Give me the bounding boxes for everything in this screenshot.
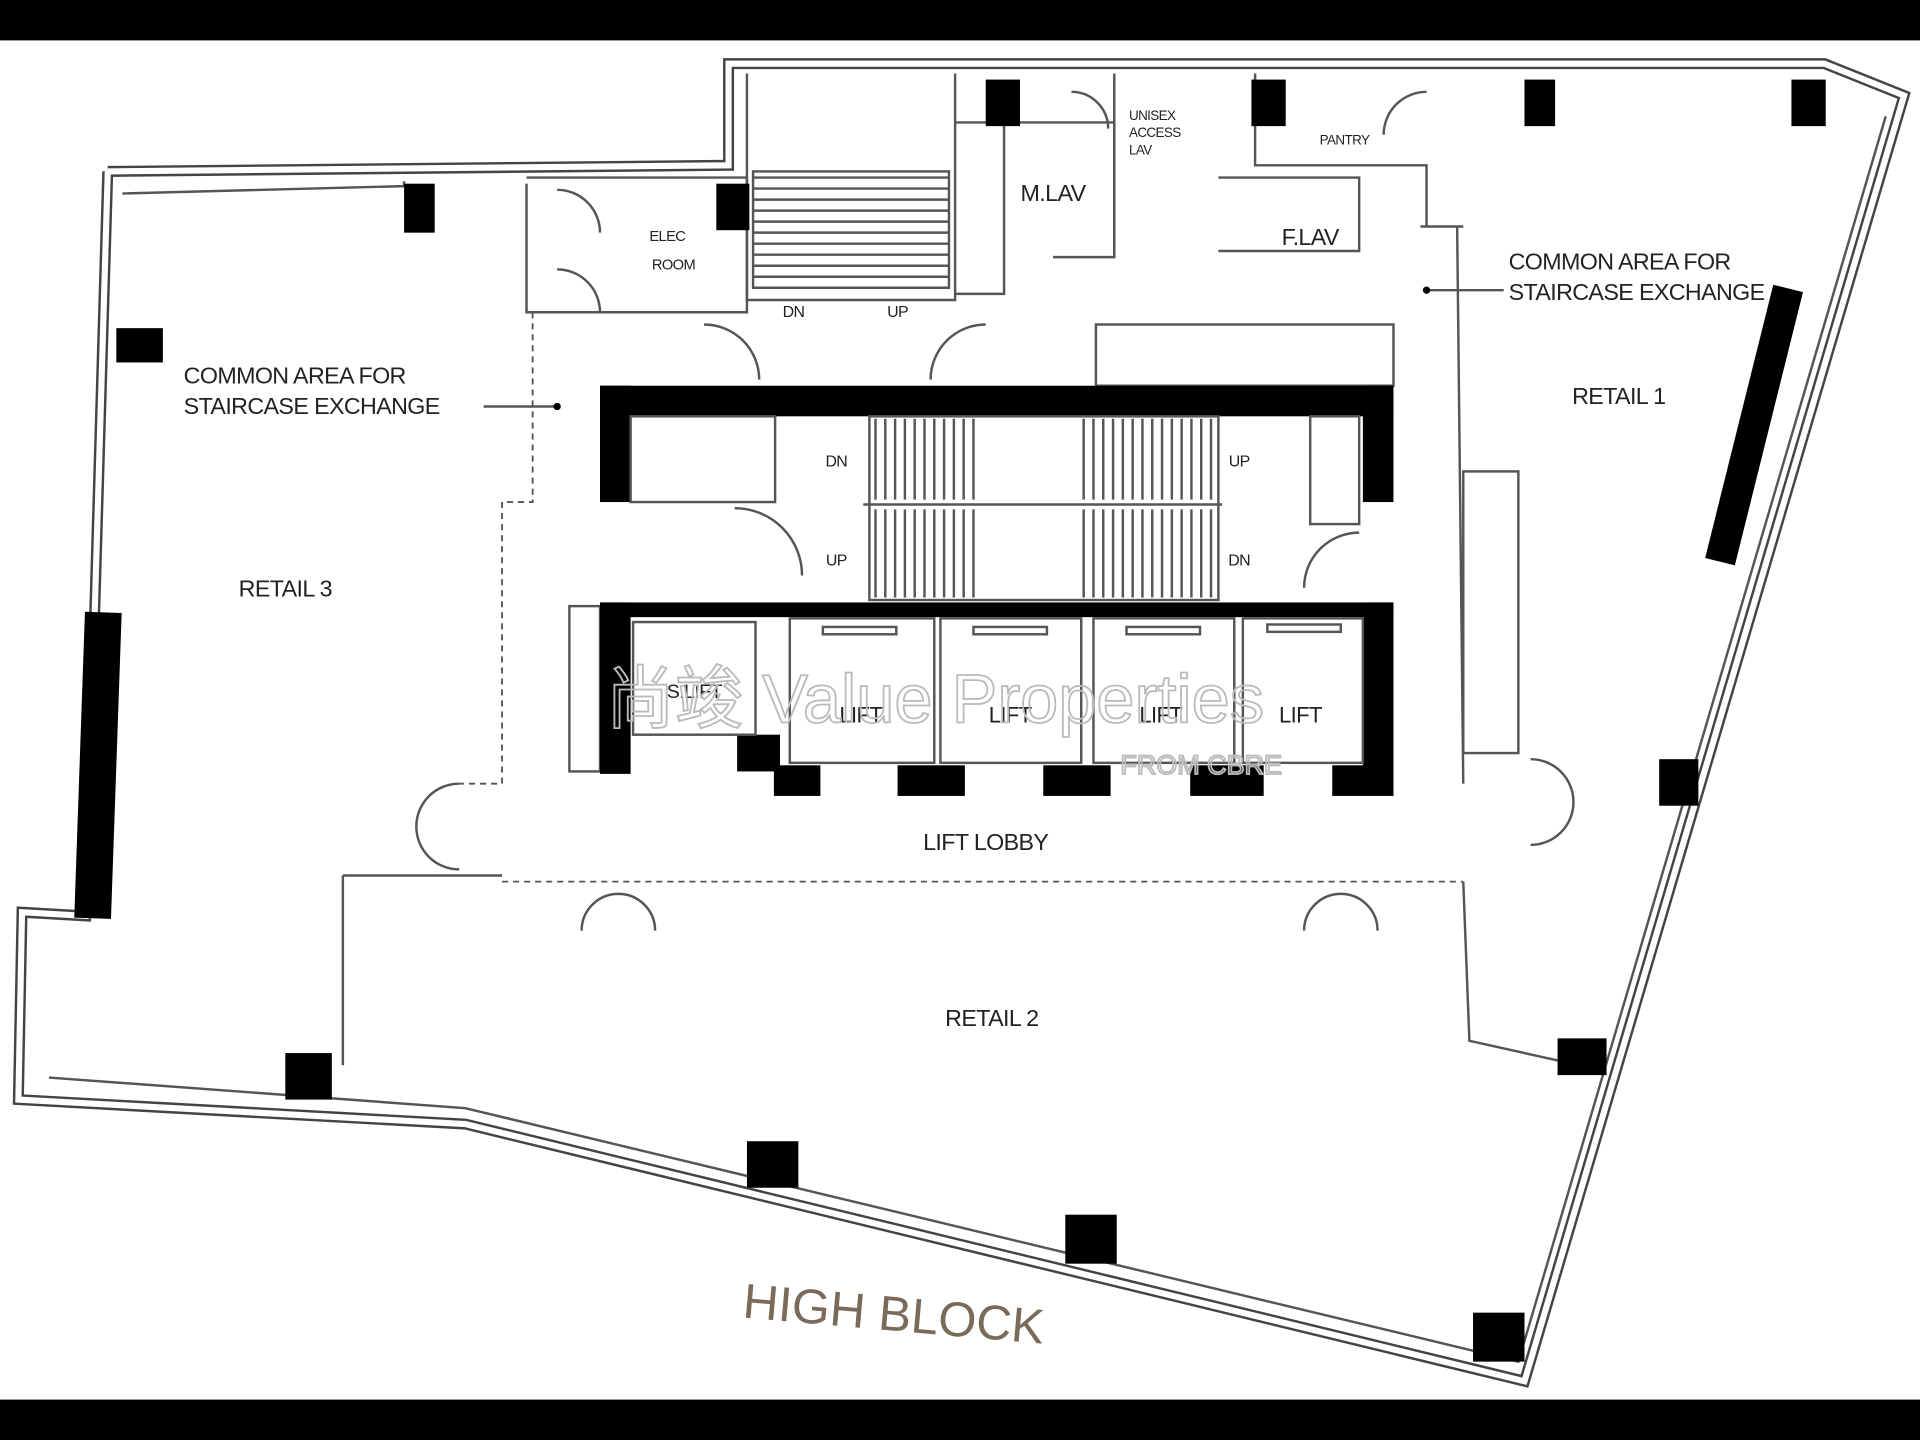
label-stair-top-dn: DN: [783, 304, 805, 321]
structural-columns: [74, 79, 1826, 1362]
label-core-dn-right: DN: [1228, 553, 1250, 570]
lift-car-4: [1241, 617, 1365, 765]
watermark-sub: FROM CBRE: [1120, 750, 1282, 780]
leader-dot-left: [553, 402, 561, 411]
column: [404, 183, 435, 233]
label-lift-2: LIFT: [989, 702, 1032, 727]
column: [285, 1053, 332, 1100]
lift-cars: [631, 617, 1365, 765]
label-stair-top-up: UP: [887, 304, 908, 321]
column: [1557, 1038, 1607, 1076]
service-lift-car: [631, 620, 757, 736]
column: [1251, 79, 1286, 127]
label-lift-3: LIFT: [1139, 702, 1182, 727]
column: [716, 183, 750, 231]
label-core-up-left: UP: [826, 553, 847, 570]
label-pantry: PANTRY: [1320, 132, 1370, 147]
column: [1065, 1214, 1117, 1264]
label-m-lav: M.LAV: [1021, 180, 1087, 206]
label-access: ACCESS: [1129, 125, 1181, 140]
column: [1473, 1312, 1525, 1362]
leader-dot-right: [1422, 286, 1431, 294]
interior-walls: [341, 73, 1580, 1067]
column: [746, 1141, 799, 1188]
label-common-area-left-1: COMMON AREA FOR: [184, 362, 406, 388]
label-lift-1: LIFT: [839, 702, 882, 727]
label-elec: ELEC: [649, 229, 686, 245]
lift-car-3: [1092, 617, 1236, 765]
label-common-area-right-1: COMMON AREA FOR: [1509, 248, 1731, 274]
watermark-brand: 尚竣 Value Properties: [606, 660, 1264, 737]
label-core-dn-left: DN: [825, 454, 847, 471]
label-retail-3: RETAIL 3: [239, 575, 332, 601]
label-lift-lobby: LIFT LOBBY: [923, 829, 1048, 855]
column: [1659, 759, 1699, 806]
core-walls: [600, 385, 1394, 796]
column: [985, 79, 1020, 127]
label-retail-2: RETAIL 2: [945, 1005, 1038, 1031]
label-retail-1: RETAIL 1: [1572, 383, 1665, 409]
label-core-up-right: UP: [1229, 454, 1250, 471]
plan-background: [0, 40, 1920, 1400]
exterior-wall: [12, 58, 1911, 1388]
shear-wall: [74, 611, 122, 919]
column: [116, 328, 163, 363]
lift-car-2: [939, 617, 1083, 765]
label-lav: LAV: [1129, 142, 1152, 157]
label-common-area-left-2: STAIRCASE EXCHANGE: [184, 393, 440, 419]
label-room: ROOM: [652, 257, 696, 273]
label-lift-4: LIFT: [1279, 702, 1322, 727]
label-common-area-right-2: STAIRCASE EXCHANGE: [1509, 279, 1765, 305]
label-f-lav: F.LAV: [1282, 224, 1340, 250]
column: [1791, 79, 1826, 127]
staircases: [629, 170, 1361, 602]
label-service-lift: S.LIFT: [667, 681, 723, 703]
column: [1524, 79, 1556, 127]
doors: [415, 90, 1575, 931]
label-unisex: UNISEX: [1129, 108, 1176, 123]
lift-car-1: [788, 617, 936, 765]
shear-wall: [1705, 284, 1803, 566]
